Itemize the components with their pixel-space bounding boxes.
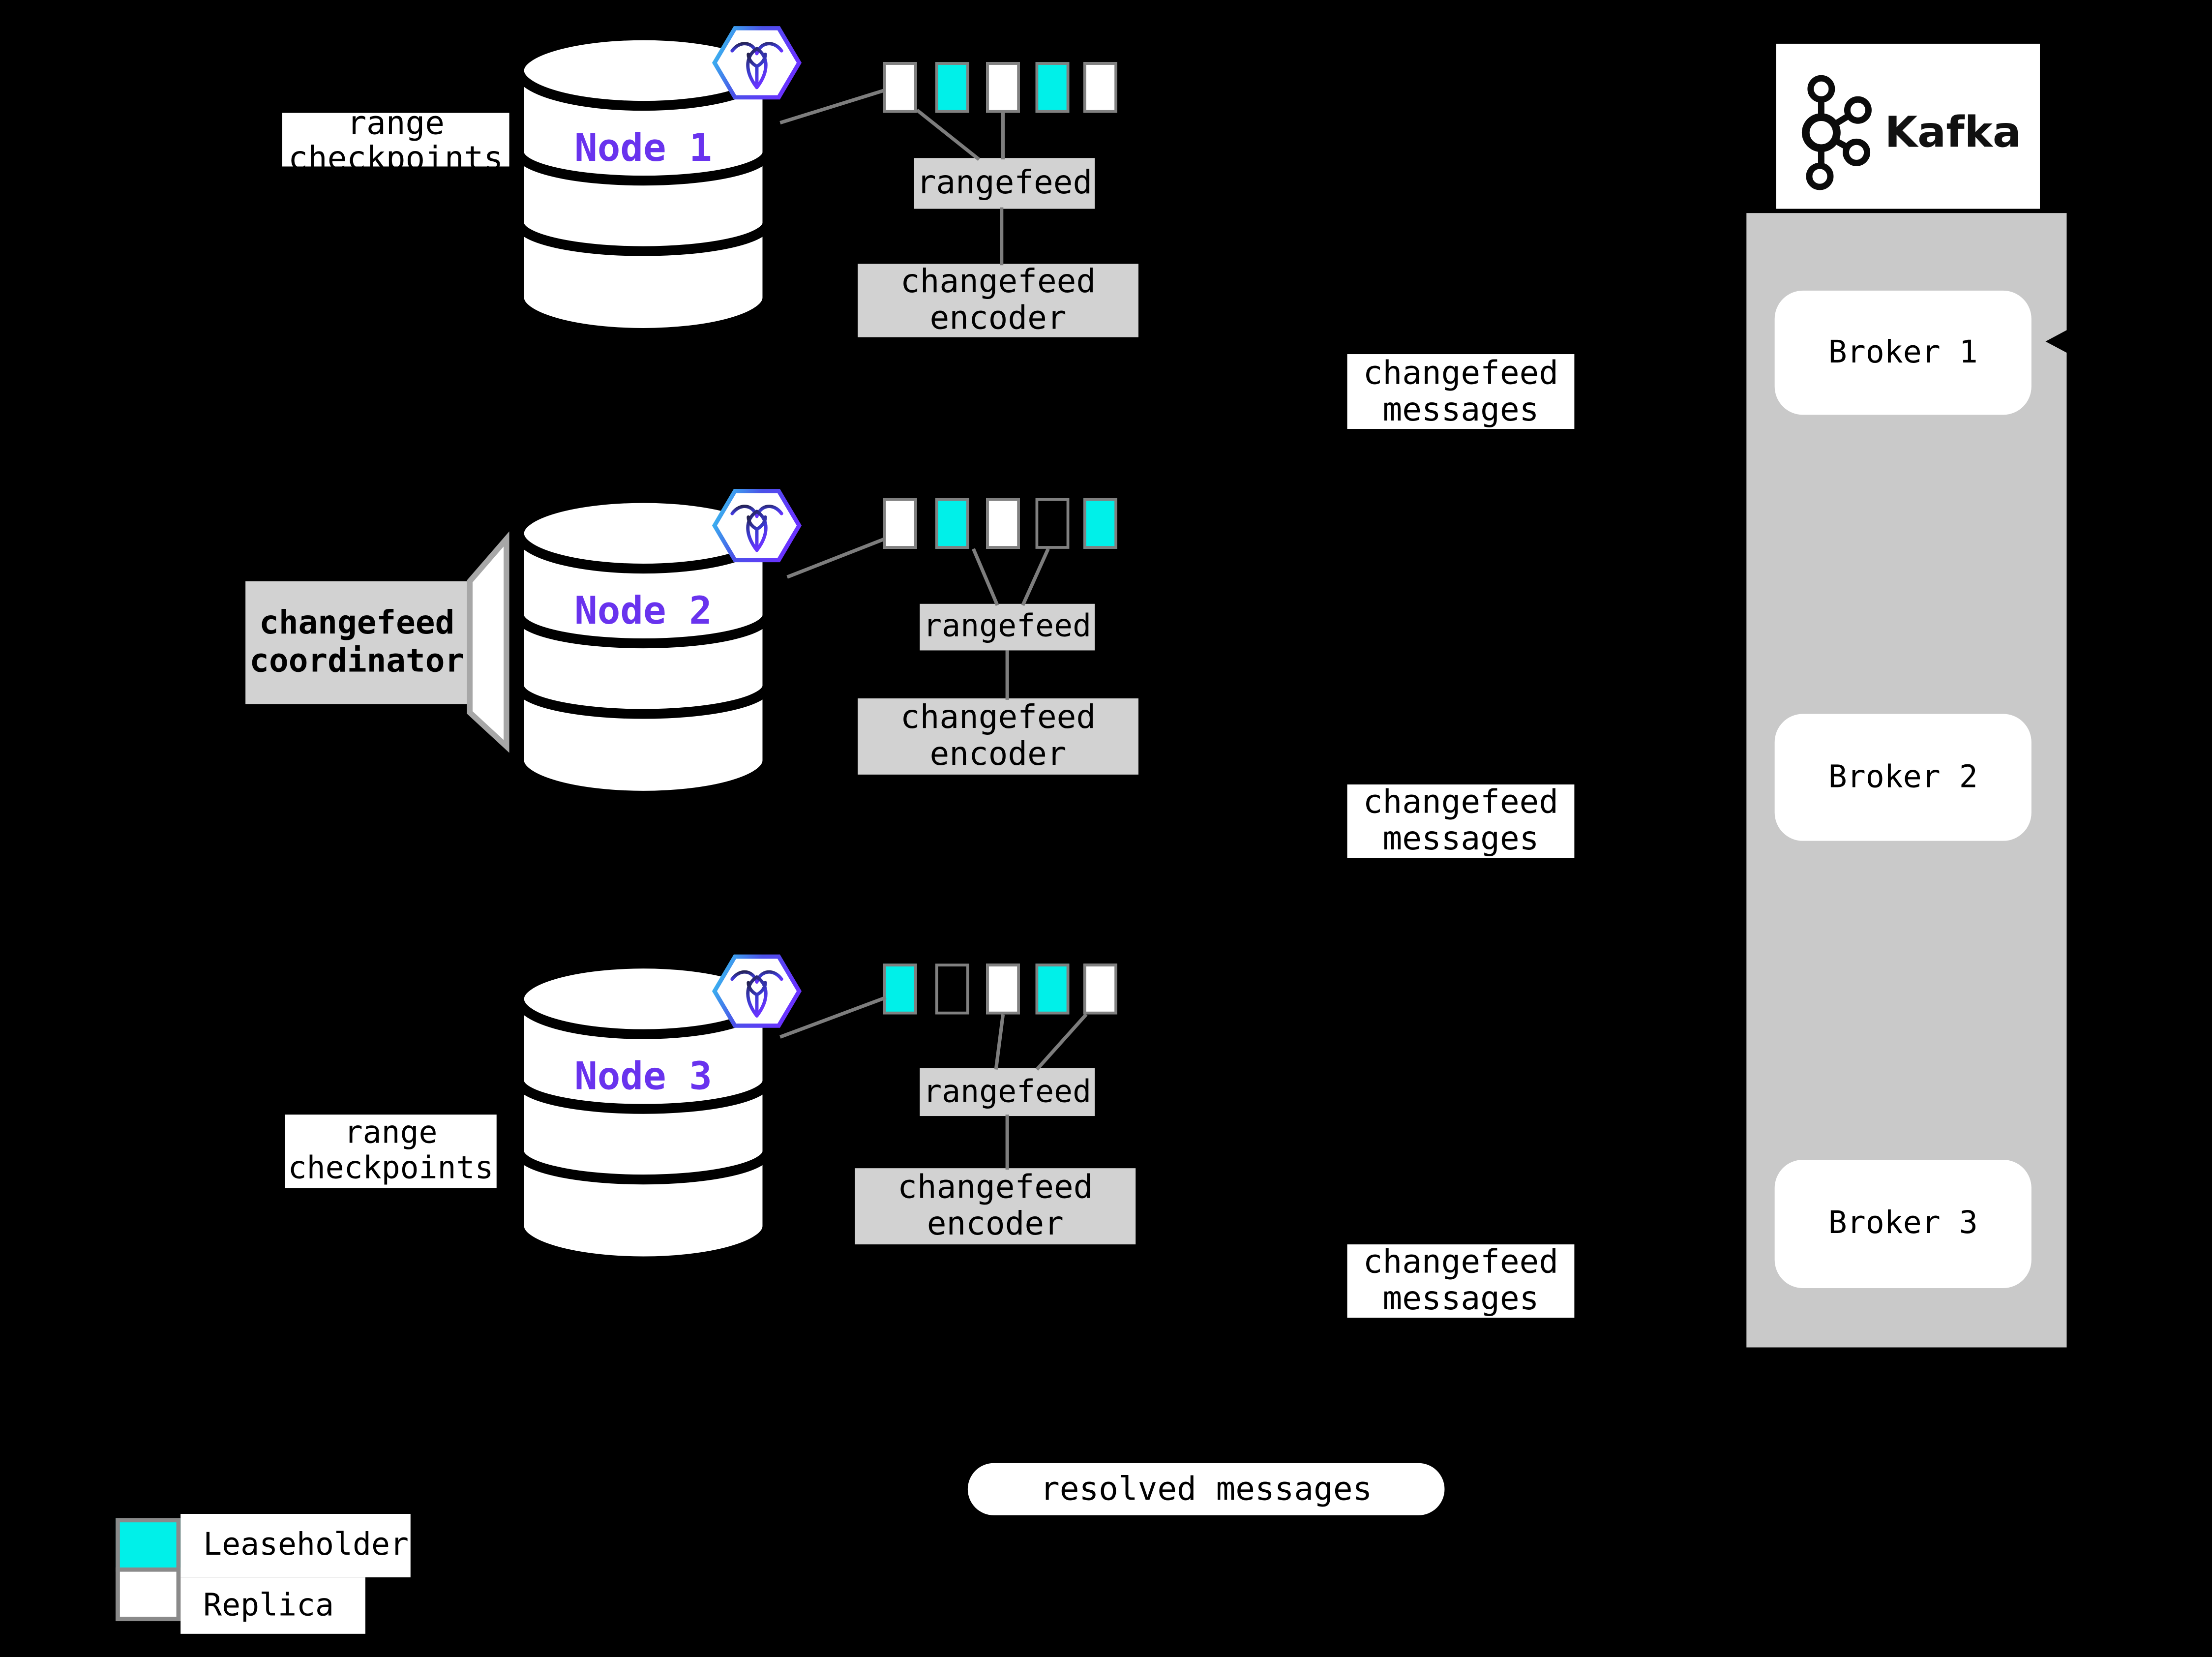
kafka-broker-3: Broker 3 xyxy=(1774,1159,2032,1289)
legend-replica-text: Replica xyxy=(203,1588,334,1624)
node2-rangefeed-box: rangefeed xyxy=(920,603,1095,651)
legend-replica-labelbox: Replica xyxy=(180,1577,365,1634)
node3-range-4 xyxy=(1035,964,1070,1015)
broker-2-label: Broker 2 xyxy=(1828,759,1978,795)
node1-changefeed-messages-label: changefeed messages xyxy=(1347,354,1575,429)
node3-changefeed-encoder-box: changefeed encoder xyxy=(855,1168,1136,1245)
range-checkpoints-top-line1: range xyxy=(347,113,445,143)
node1-changefeed-encoder-box: changefeed encoder xyxy=(858,264,1138,337)
range-checkpoints-top-line2: checkpoints xyxy=(288,141,504,167)
broker-3-label: Broker 3 xyxy=(1828,1206,1978,1242)
node3-cockroachdb-badge-icon xyxy=(715,957,799,1026)
node2-range-4 xyxy=(1035,498,1070,549)
kafka-broker-1: Broker 1 xyxy=(1774,290,2032,415)
node3-range-1 xyxy=(883,964,917,1015)
node3-encoder-line1: changefeed xyxy=(897,1170,1093,1206)
node2-cockroachdb-badge-icon xyxy=(715,491,799,560)
node1-rangefeed-box: rangefeed xyxy=(914,158,1095,209)
node1-rangefeed-label: rangefeed xyxy=(916,165,1093,202)
range-checkpoints-bottom-line2: checkpoints xyxy=(288,1151,494,1187)
node1-range-1 xyxy=(883,62,917,113)
node2-range-5 xyxy=(1083,498,1117,549)
node2-range-2 xyxy=(935,498,969,549)
kafka-broker-2: Broker 2 xyxy=(1774,714,2032,841)
range-checkpoints-label-top: range checkpoints xyxy=(282,113,509,167)
broker-1-label: Broker 1 xyxy=(1828,335,1978,371)
coordinator-line2: coordinator xyxy=(249,642,465,680)
resolved-messages-label: resolved messages xyxy=(967,1463,1445,1515)
node2-changefeed-encoder-box: changefeed encoder xyxy=(858,698,1138,775)
node3-messages-line2: messages xyxy=(1382,1281,1539,1318)
node1-cockroachdb-badge-icon xyxy=(715,28,799,97)
node3-messages-line1: changefeed xyxy=(1363,1244,1559,1281)
node2-encoder-line1: changefeed xyxy=(900,699,1096,737)
node1-range-2 xyxy=(935,62,969,113)
legend-leaseholder-labelbox: Leaseholder xyxy=(180,1514,411,1578)
legend-replica-swatch xyxy=(116,1567,181,1622)
range-checkpoints-bottom-line1: range xyxy=(344,1116,438,1151)
node1-messages-line1: changefeed xyxy=(1363,355,1559,392)
node2-encoder-line2: encoder xyxy=(929,736,1067,773)
node1-messages-line2: messages xyxy=(1382,392,1539,428)
node1-encoder-line1: changefeed xyxy=(900,264,1096,301)
node2-messages-line2: messages xyxy=(1382,821,1539,858)
node1-range-3 xyxy=(986,62,1020,113)
node3-changefeed-messages-label: changefeed messages xyxy=(1347,1244,1575,1318)
node1-title: Node 1 xyxy=(574,127,712,171)
node1-range-4 xyxy=(1035,62,1070,113)
legend-leaseholder-text: Leaseholder xyxy=(203,1528,409,1564)
node2-database-cylinder-icon xyxy=(519,498,768,796)
node2-changefeed-messages-label: changefeed messages xyxy=(1347,784,1575,858)
resolved-messages-text: resolved messages xyxy=(1040,1471,1373,1508)
node3-range-5 xyxy=(1083,964,1117,1015)
changefeed-coordinator-label: changefeed coordinator xyxy=(245,581,469,704)
node2-range-1 xyxy=(883,498,917,549)
node3-range-3 xyxy=(986,964,1020,1015)
node2-messages-line1: changefeed xyxy=(1363,784,1559,821)
node3-encoder-line2: encoder xyxy=(927,1206,1064,1243)
node3-title: Node 3 xyxy=(574,1055,712,1099)
node1-database-cylinder-icon xyxy=(519,35,768,333)
kafka-logo-text: Kafka xyxy=(1884,108,2021,158)
node2-rangefeed-label: rangefeed xyxy=(923,609,1092,645)
node2-range-3 xyxy=(986,498,1020,549)
node3-database-cylinder-icon xyxy=(519,964,768,1261)
node2-title: Node 2 xyxy=(574,590,712,634)
node3-rangefeed-box: rangefeed xyxy=(920,1068,1095,1116)
coordinator-megaphone-icon xyxy=(467,531,509,753)
legend-leaseholder-swatch xyxy=(116,1518,181,1572)
node3-range-2 xyxy=(935,964,969,1015)
node1-encoder-line2: encoder xyxy=(929,301,1067,337)
node3-rangefeed-label: rangefeed xyxy=(923,1074,1092,1110)
node1-range-5 xyxy=(1083,62,1117,113)
range-checkpoints-label-bottom: range checkpoints xyxy=(285,1115,497,1188)
coordinator-line1: changefeed xyxy=(259,604,455,641)
